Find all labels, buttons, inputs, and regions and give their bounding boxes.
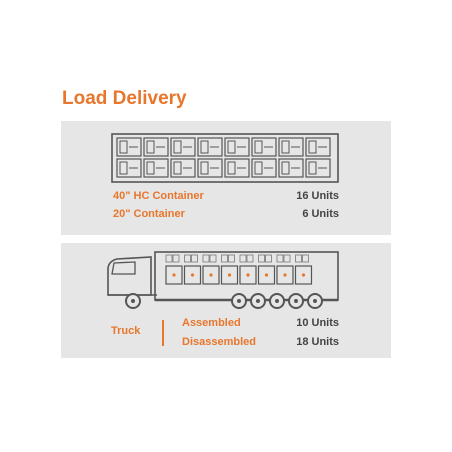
- assembled-value: 10 Units: [296, 317, 339, 329]
- std-container-label: 20" Container: [113, 208, 185, 220]
- assembled-label: Assembled: [182, 317, 241, 329]
- std-container-value: 6 Units: [302, 208, 339, 220]
- hc-container-label: 40" HC Container: [113, 190, 204, 202]
- disassembled-value: 18 Units: [296, 336, 339, 348]
- disassembled-label: Disassembled: [182, 336, 256, 348]
- truck-panel: Truck Assembled 10 Units Disassembled 18…: [61, 243, 391, 358]
- truck-icon: [107, 251, 339, 309]
- hc-container-value: 16 Units: [296, 190, 339, 202]
- page-title: Load Delivery: [62, 88, 187, 109]
- truck-label: Truck: [111, 325, 141, 337]
- truck-divider: [162, 320, 164, 346]
- container-panel: 40" HC Container 16 Units 20" Container …: [61, 121, 391, 235]
- container-rack-icon: [111, 133, 339, 183]
